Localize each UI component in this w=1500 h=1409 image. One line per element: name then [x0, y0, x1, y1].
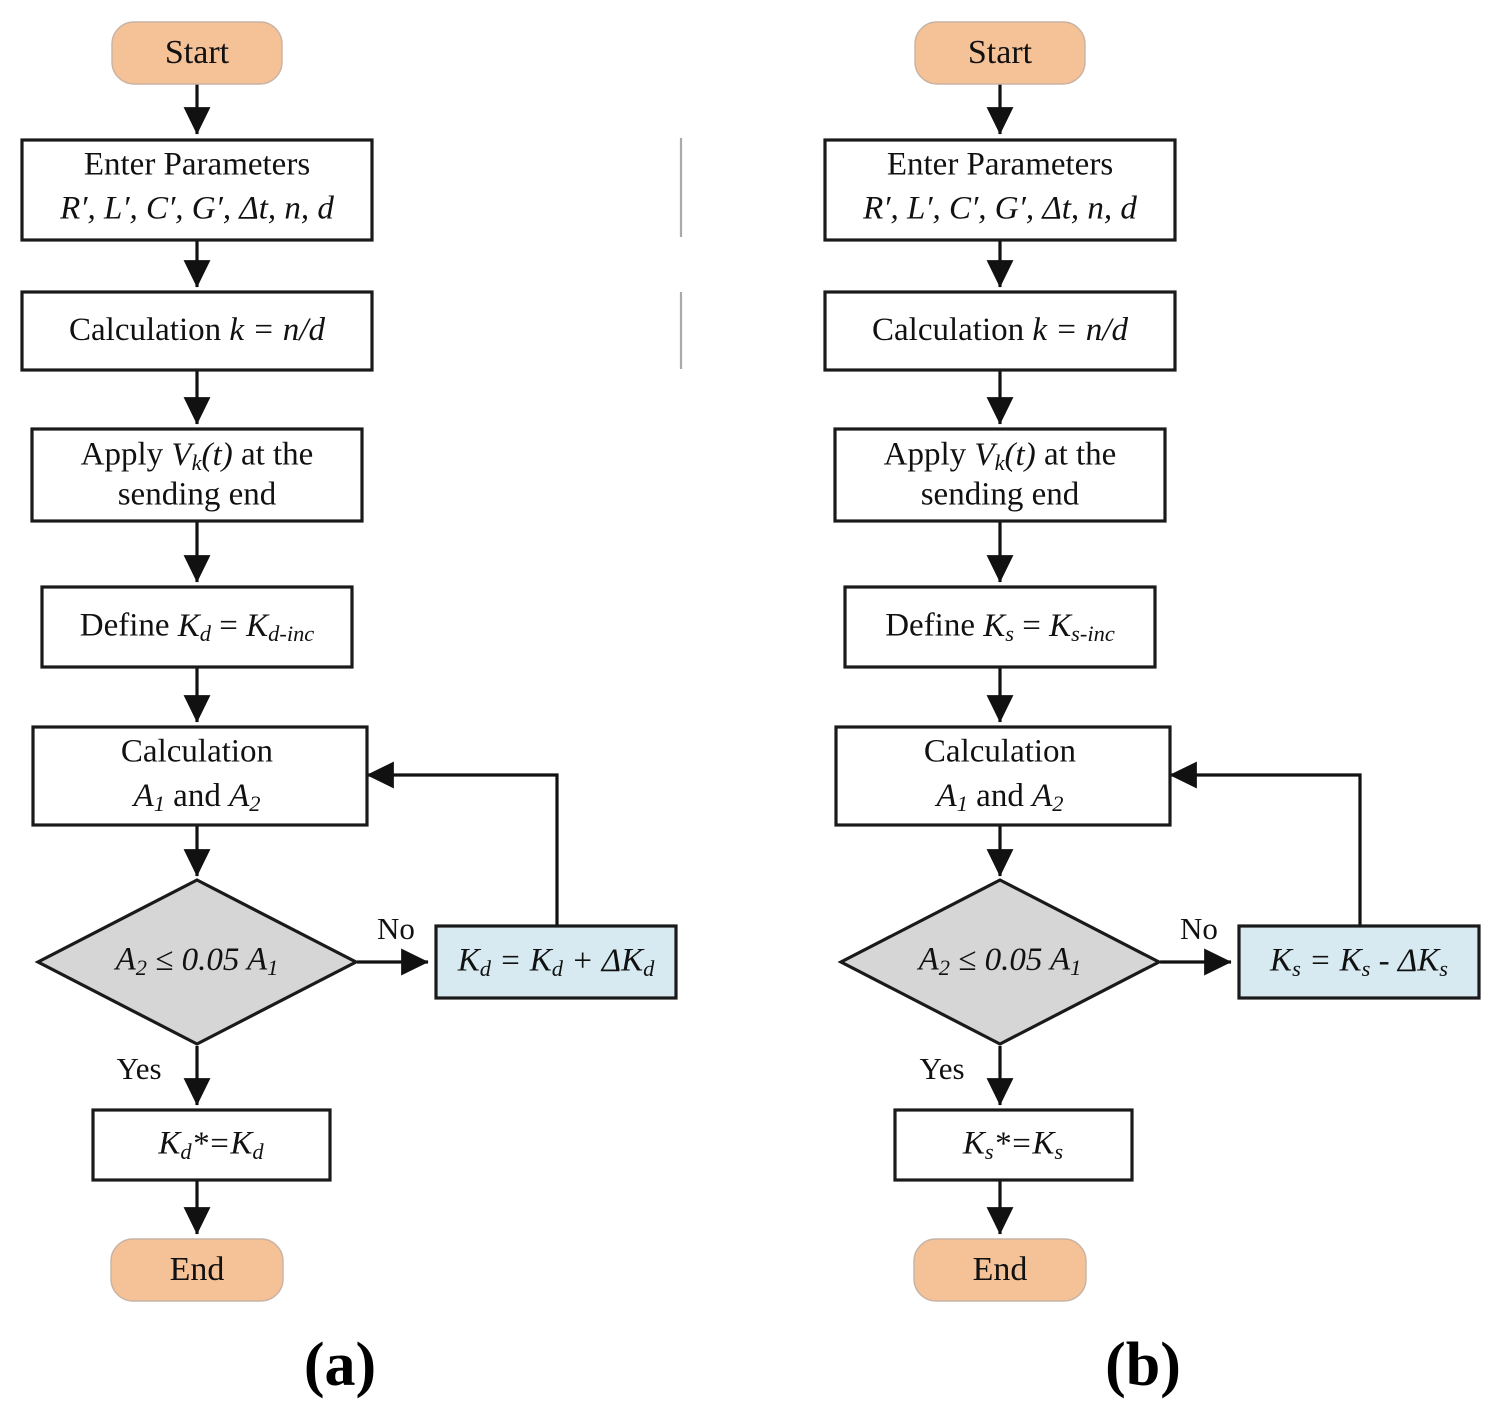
node-feedback-b[interactable]: Ks = Ks - ΔKs: [1237, 924, 1481, 1000]
panel-caption-a: (a): [304, 1331, 376, 1399]
result-label-a: Kd*=Kd: [157, 1126, 264, 1165]
start-shape-a: [111, 21, 283, 85]
node-calculation-k-a[interactable]: Calculation k = n/d: [20, 290, 374, 372]
enter-parameters-shape-b: [823, 138, 1177, 242]
edge-label-yes-b: Yes: [919, 1051, 964, 1086]
node-end-b[interactable]: End: [913, 1238, 1087, 1302]
edge-label-yes-a: Yes: [116, 1051, 161, 1086]
node-apply-voltage-b[interactable]: Apply Vk(t) at the sending end: [833, 427, 1167, 523]
calculation-a-line1-a: Calculation: [121, 734, 273, 770]
node-enter-parameters-a[interactable]: Enter Parameters R′, L′, C′, G′, Δt, n, …: [20, 138, 374, 242]
node-apply-voltage-a[interactable]: Apply Vk(t) at the sending end: [30, 427, 364, 523]
panel-a: Start Enter Parameters R′, L′, C′, G′, Δ…: [20, 21, 678, 1399]
node-decision-a[interactable]: A2 ≤ 0.05 A1: [34, 878, 360, 1046]
calculation-a-line2-b: A1 and A2: [935, 778, 1064, 817]
enter-parameters-line1-a: Enter Parameters: [84, 147, 310, 183]
end-shape-b: [913, 1238, 1087, 1302]
edge-feedback-loop-back-b: [1169, 761, 1362, 926]
node-result-a[interactable]: Kd*=Kd: [91, 1108, 332, 1182]
panel-b-connectors: [986, 82, 1362, 1235]
decision-shape-a: [34, 878, 360, 1046]
node-define-k-a[interactable]: Define Kd = Kd-inc: [40, 585, 354, 669]
define-k-shape-a: [40, 585, 354, 669]
calculation-k-shape-b: [823, 290, 1177, 372]
feedback-shape-b: [1237, 924, 1481, 1000]
end-label-b: End: [973, 1251, 1028, 1288]
decision-shape-b: [837, 878, 1163, 1046]
panel-b: Start Enter Parameters R′, L′, C′, G′, Δ…: [823, 21, 1481, 1399]
result-shape-b: [893, 1108, 1134, 1182]
apply-voltage-shape-b: [833, 427, 1167, 523]
enter-parameters-line1-b: Enter Parameters: [887, 147, 1113, 183]
result-label-b: Ks*=Ks: [962, 1126, 1064, 1165]
end-shape-a: [110, 1238, 284, 1302]
node-end-a[interactable]: End: [110, 1238, 284, 1302]
node-start-b[interactable]: Start: [914, 21, 1086, 85]
feedback-shape-a: [434, 924, 678, 1000]
enter-parameters-line2-b: R′, L′, C′, G′, Δt, n, d: [862, 191, 1137, 227]
node-calculation-k-b[interactable]: Calculation k = n/d: [823, 290, 1177, 372]
feedback-label-a: Kd = Kd + ΔKd: [457, 943, 655, 982]
define-k-label-b: Define Ks = Ks-inc: [885, 608, 1115, 647]
apply-voltage-shape-a: [30, 427, 364, 523]
edge-label-no-a: No: [377, 911, 415, 946]
calculation-k-label-a: Calculation k = n/d: [69, 312, 325, 348]
calculation-k-label-b: Calculation k = n/d: [872, 312, 1128, 348]
node-decision-b[interactable]: A2 ≤ 0.05 A1: [837, 878, 1163, 1046]
panel-a-connectors: [183, 82, 559, 1235]
result-shape-a: [91, 1108, 332, 1182]
node-define-k-b[interactable]: Define Ks = Ks-inc: [843, 585, 1157, 669]
calculation-a-shape-a: [31, 725, 369, 827]
enter-parameters-shape-a: [20, 138, 374, 242]
node-start-a[interactable]: Start: [111, 21, 283, 85]
edge-feedback-loop-back: [366, 761, 559, 926]
start-label-a: Start: [165, 34, 230, 71]
calculation-k-shape-a: [20, 290, 374, 372]
start-shape-b: [914, 21, 1086, 85]
edge-label-no-b: No: [1180, 911, 1218, 946]
node-enter-parameters-b[interactable]: Enter Parameters R′, L′, C′, G′, Δt, n, …: [823, 138, 1177, 242]
node-result-b[interactable]: Ks*=Ks: [893, 1108, 1134, 1182]
define-k-shape-b: [843, 585, 1157, 669]
node-calculation-a-a[interactable]: Calculation A1 and A2: [31, 725, 369, 827]
node-calculation-a-b[interactable]: Calculation A1 and A2: [834, 725, 1172, 827]
enter-parameters-line2-a: R′, L′, C′, G′, Δt, n, d: [59, 191, 334, 227]
apply-voltage-line2-b: sending end: [921, 477, 1080, 513]
calculation-a-line2-a: A1 and A2: [132, 778, 261, 817]
apply-voltage-line2-a: sending end: [118, 477, 277, 513]
node-feedback-a[interactable]: Kd = Kd + ΔKd: [434, 924, 678, 1000]
calculation-a-shape-b: [834, 725, 1172, 827]
calculation-a-line1-b: Calculation: [924, 734, 1076, 770]
start-label-b: Start: [968, 34, 1033, 71]
panel-caption-b: (b): [1105, 1331, 1181, 1399]
end-label-a: End: [170, 1251, 225, 1288]
